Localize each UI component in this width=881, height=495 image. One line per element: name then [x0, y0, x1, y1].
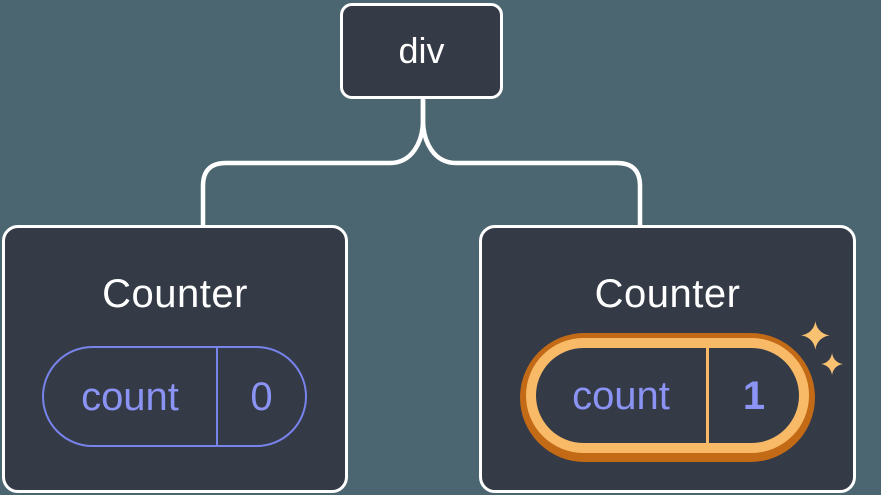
state-pill-right: count 1: [536, 348, 799, 443]
state-value: 0: [250, 374, 273, 419]
state-value: 1: [742, 373, 766, 418]
state-pill-right-highlight: count 1: [520, 333, 815, 462]
root-node-label: div: [398, 30, 445, 71]
state-key-label: count: [572, 373, 670, 418]
state-pill-divider: [216, 348, 218, 445]
state-pill-right-highlight-ring: count 1: [526, 338, 809, 453]
counter-title-left: Counter: [102, 272, 248, 316]
sparkles-icon: [801, 321, 844, 376]
state-key-label: count: [81, 374, 179, 419]
state-pill-left: count 0: [42, 346, 307, 447]
root-node-div: div: [340, 3, 503, 99]
state-pill-divider: [706, 348, 709, 443]
counter-title-right: Counter: [594, 272, 741, 316]
